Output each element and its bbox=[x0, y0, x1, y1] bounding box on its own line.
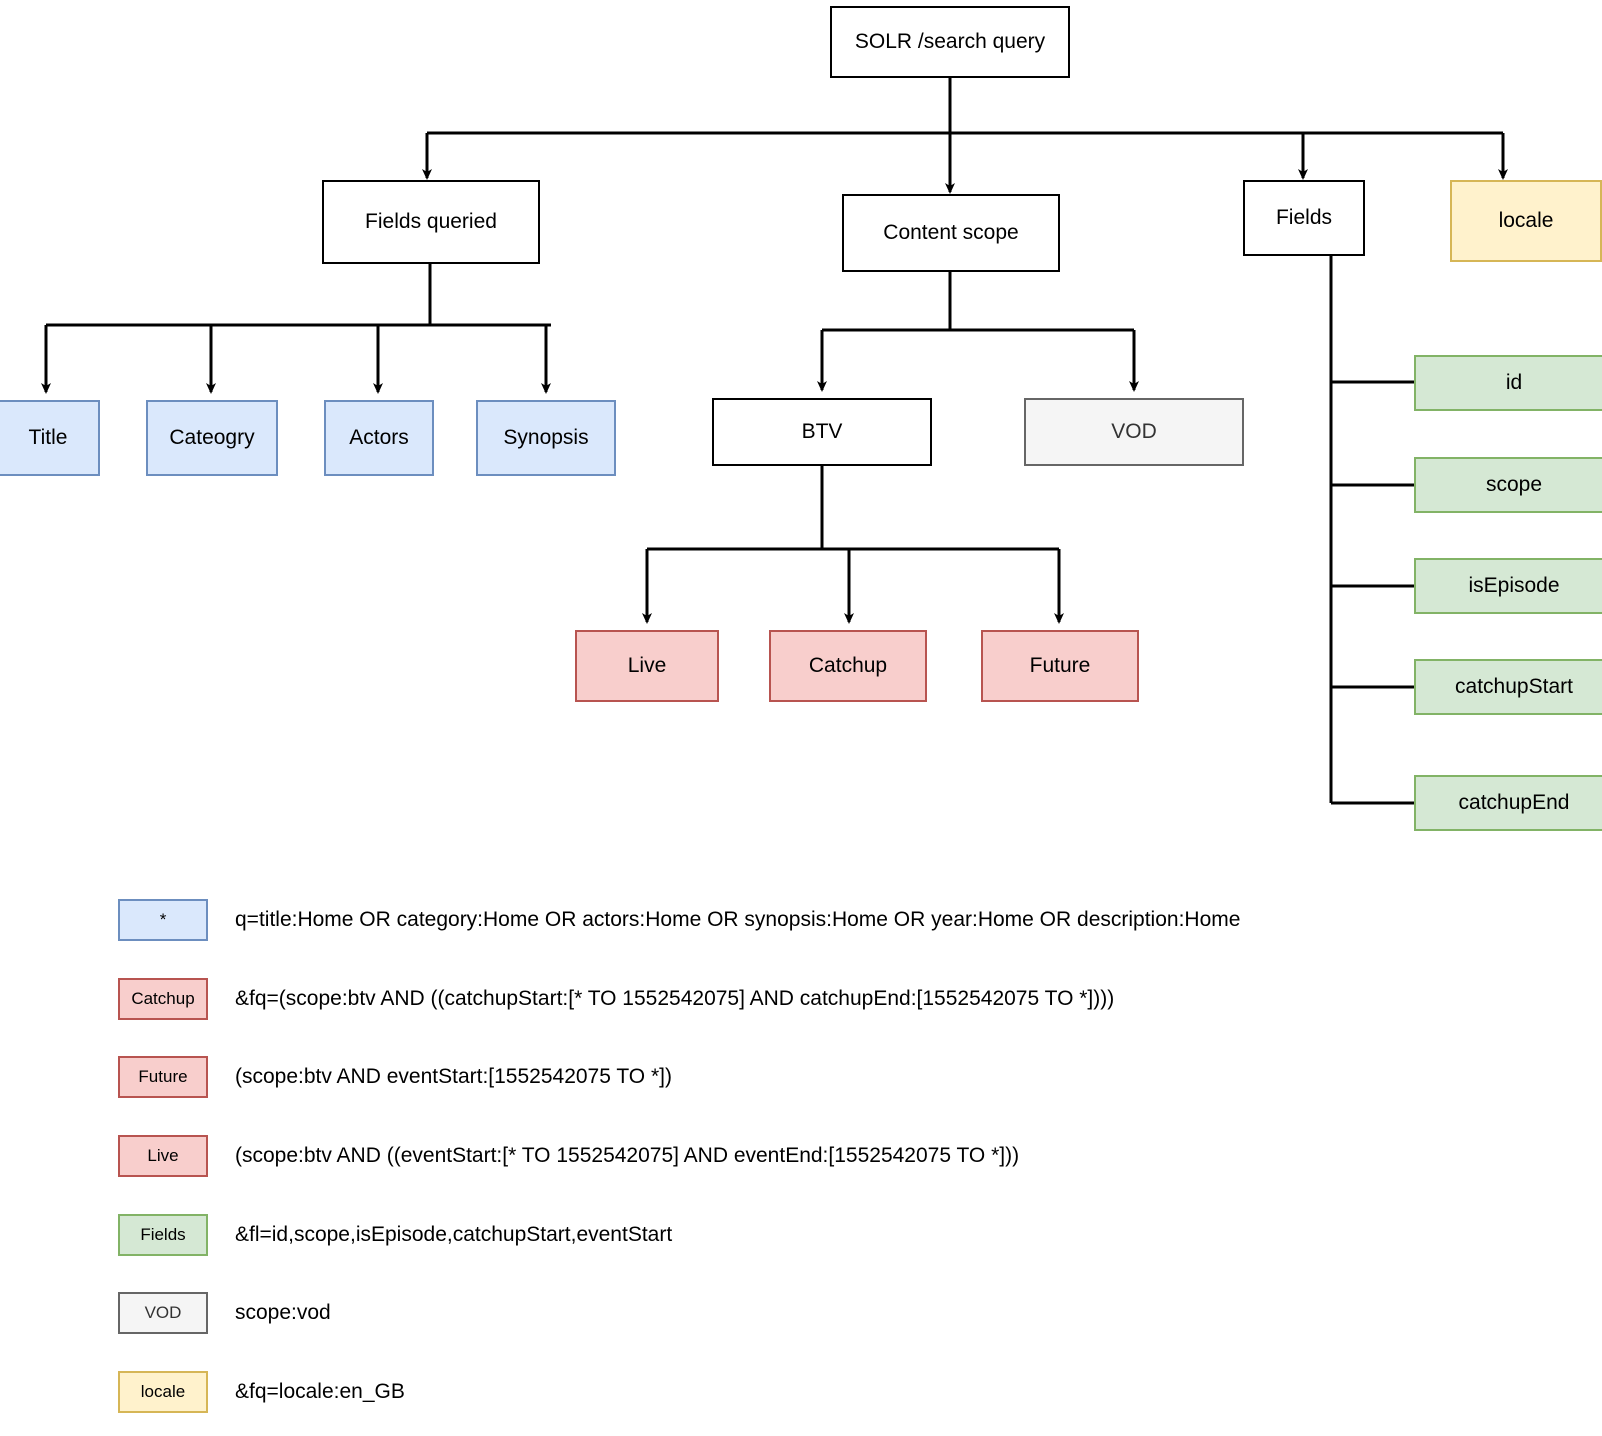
node-cateogry[interactable]: Cateogry bbox=[146, 400, 278, 476]
node-label: Cateogry bbox=[169, 425, 255, 449]
legend-description: (scope:btv AND ((eventStart:[* TO 155254… bbox=[235, 1144, 1020, 1167]
node-label: Fields queried bbox=[365, 209, 497, 233]
legend-swatch-fields: Fields bbox=[118, 1214, 208, 1256]
legend-swatch-label: VOD bbox=[144, 1303, 182, 1322]
node-isepisode[interactable]: isEpisode bbox=[1414, 558, 1602, 614]
legend-swatch-label: Fields bbox=[140, 1225, 186, 1244]
node-label: isEpisode bbox=[1468, 573, 1560, 597]
legend-row: Fields &fl=id,scope,isEpisode,catchupSta… bbox=[118, 1212, 672, 1258]
node-label: id bbox=[1505, 370, 1523, 394]
node-id[interactable]: id bbox=[1414, 355, 1602, 411]
legend-description: &fq=(scope:btv AND ((catchupStart:[* TO … bbox=[235, 987, 1115, 1010]
legend-description: &fl=id,scope,isEpisode,catchupStart,even… bbox=[235, 1223, 673, 1246]
legend-swatch-label: Live bbox=[147, 1146, 179, 1165]
node-label: Content scope bbox=[883, 220, 1019, 244]
node-label: catchupStart bbox=[1455, 674, 1573, 698]
legend-row: locale &fq=locale:en_GB bbox=[118, 1369, 405, 1415]
node-label: Actors bbox=[349, 425, 409, 449]
node-label: SOLR /search query bbox=[854, 29, 1046, 53]
legend-swatch-locale: locale bbox=[118, 1371, 208, 1413]
node-label: Catchup bbox=[808, 653, 888, 677]
node-live[interactable]: Live bbox=[575, 630, 719, 702]
legend-swatch-live: Live bbox=[118, 1135, 208, 1177]
legend-description: &fq=locale:en_GB bbox=[235, 1380, 405, 1403]
legend-row: * q=title:Home OR category:Home OR actor… bbox=[118, 897, 1240, 943]
legend-row: Catchup &fq=(scope:btv AND ((catchupStar… bbox=[118, 976, 1114, 1022]
node-catchupend[interactable]: catchupEnd bbox=[1414, 775, 1602, 831]
node-label: Title bbox=[28, 425, 68, 449]
node-label: catchupEnd bbox=[1458, 790, 1570, 814]
legend-description: scope:vod bbox=[235, 1301, 331, 1324]
legend-swatch-label: locale bbox=[140, 1382, 186, 1401]
legend-swatch-label: Future bbox=[138, 1067, 188, 1086]
node-catchupstart[interactable]: catchupStart bbox=[1414, 659, 1602, 715]
node-fields[interactable]: Fields bbox=[1243, 180, 1365, 256]
node-scope[interactable]: scope bbox=[1414, 457, 1602, 513]
legend-row: Live (scope:btv AND ((eventStart:[* TO 1… bbox=[118, 1133, 1019, 1179]
node-label: Live bbox=[627, 653, 667, 677]
node-content-scope[interactable]: Content scope bbox=[842, 194, 1060, 272]
legend-swatch-catchup: Catchup bbox=[118, 978, 208, 1020]
node-label: Synopsis bbox=[503, 425, 589, 449]
legend-description: (scope:btv AND eventStart:[1552542075 TO… bbox=[235, 1065, 672, 1088]
legend-swatch-vod: VOD bbox=[118, 1292, 208, 1334]
legend-swatch-label: Catchup bbox=[131, 989, 195, 1008]
legend-swatch-future: Future bbox=[118, 1056, 208, 1098]
node-actors[interactable]: Actors bbox=[324, 400, 434, 476]
node-vod[interactable]: VOD bbox=[1024, 398, 1244, 466]
node-solr-search-query[interactable]: SOLR /search query bbox=[830, 6, 1070, 78]
node-btv[interactable]: BTV bbox=[712, 398, 932, 466]
node-label: locale bbox=[1498, 208, 1554, 232]
node-locale[interactable]: locale bbox=[1450, 180, 1602, 262]
legend-description: q=title:Home OR category:Home OR actors:… bbox=[235, 908, 1241, 931]
legend-swatch-all-fields: * bbox=[118, 899, 208, 941]
node-label: Fields bbox=[1275, 205, 1333, 229]
node-future[interactable]: Future bbox=[981, 630, 1139, 702]
node-label: VOD bbox=[1111, 419, 1157, 443]
node-catchup[interactable]: Catchup bbox=[769, 630, 927, 702]
node-label: Future bbox=[1029, 653, 1091, 677]
legend-row: Future (scope:btv AND eventStart:[155254… bbox=[118, 1054, 672, 1100]
legend-swatch-label: * bbox=[159, 910, 167, 929]
node-synopsis[interactable]: Synopsis bbox=[476, 400, 616, 476]
legend-row: VOD scope:vod bbox=[118, 1290, 331, 1336]
node-fields-queried[interactable]: Fields queried bbox=[322, 180, 540, 264]
node-label: scope bbox=[1485, 472, 1543, 496]
node-title[interactable]: Title bbox=[0, 400, 100, 476]
node-label: BTV bbox=[801, 419, 843, 443]
